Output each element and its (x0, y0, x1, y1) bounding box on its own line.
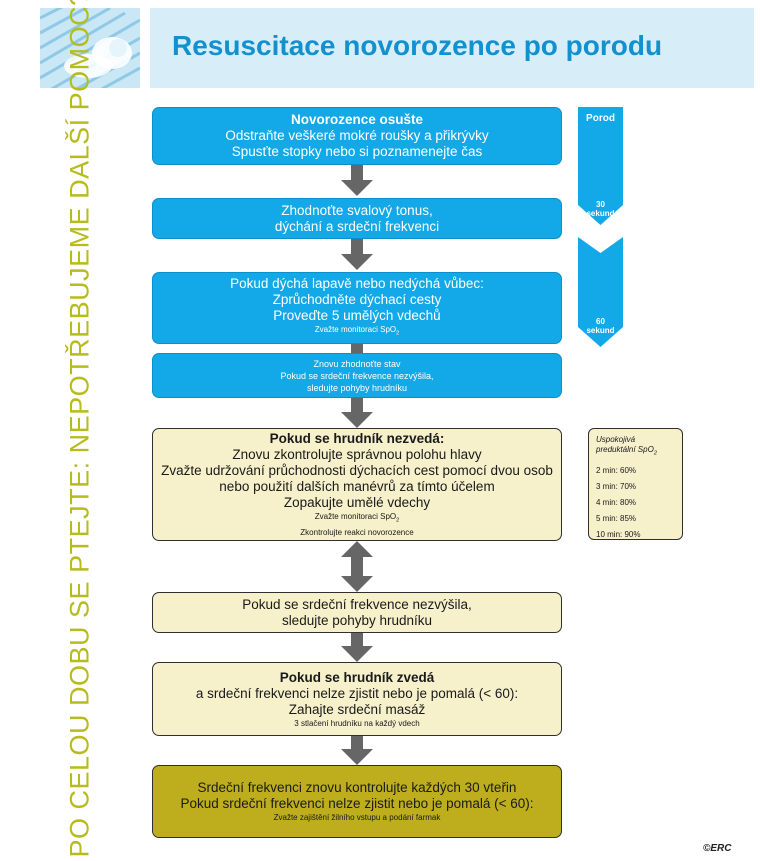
step-line: Zhodnoťte svalový tonus, (281, 202, 433, 218)
step-line: Zprůchodněte dýchací cesty (272, 292, 442, 308)
step-note: Zvažte monitoraci SpO2 (314, 512, 400, 524)
step-line: Proveďte 5 umělých vdechů (273, 308, 441, 324)
step-line: Pokud se srdeční frekvence nezvýšila, (280, 370, 434, 381)
step-assess-tone: Zhodnoťte svalový tonus, dýchání a srdeč… (152, 198, 562, 239)
timeline-arrow (578, 107, 623, 347)
step-line: dýchání a srdeční frekvenci (274, 218, 440, 234)
step-note: Zkontrolujte reakci novorozence (300, 527, 414, 537)
step-title: Pokud se hrudník nezvedá: (269, 431, 445, 447)
spo2-row: 10 min: 90% (596, 529, 641, 539)
step-reassess: Znovu zhodnoťte stav Pokud se srdeční fr… (152, 353, 562, 398)
spo2-row: 3 min: 70% (596, 481, 637, 491)
step-line: nebo použití dalších manévrů za tímto úč… (219, 479, 495, 495)
header-band (150, 8, 754, 88)
step-line: Spusťte stopky nebo si poznamenejte čas (231, 144, 483, 159)
page-title: Resuscitace novorozence po porodu (172, 30, 663, 61)
step-chest-compressions: Pokud se hrudník zvedá a srdeční frekven… (152, 662, 562, 736)
step-chest-not-moving: Pokud se hrudník nezvedá: Znovu zkontrol… (152, 428, 562, 541)
step-recheck-hr: Srdeční frekvenci znovu kontrolujte každ… (152, 765, 562, 838)
step-title: Pokud se hrudník zvedá (279, 669, 435, 685)
timeline-birth-label: Porod (586, 113, 615, 124)
down-arrow-icon (341, 239, 373, 270)
step-line: Pokud srdeční frekvenci nelze zjistit ne… (180, 796, 534, 811)
step-line: Zahajte srdeční masáž (288, 701, 426, 717)
step-line: Znovu zkontrolujte správnou polohu hlavy (232, 447, 482, 463)
step-line: Pokud se srdeční frekvence nezvýšila, (242, 596, 472, 612)
down-arrow-icon (341, 398, 373, 428)
step-title: Novorozence osušte (290, 112, 424, 127)
spo2-target-table: Uspokojivá preduktální SpO2 2 min: 60% 3… (588, 428, 683, 540)
step-line: Zvažte udržování průchodnosti dýchacích … (161, 463, 553, 479)
step-dry-newborn: Novorozence osušte Odstraňte veškeré mok… (152, 107, 562, 165)
down-arrow-icon (341, 165, 373, 196)
step-line: Odstraňte veškeré mokré roušky a přikrýv… (225, 128, 489, 143)
spo2-row: 2 min: 60% (596, 465, 637, 475)
step-line: sledujte pohyby hrudníku (306, 382, 408, 393)
step-line: sledujte pohyby hrudníku (281, 612, 433, 628)
erc-credit: ©ERC (703, 843, 732, 854)
step-hr-not-increased: Pokud se srdeční frekvence nezvýšila, sl… (152, 592, 562, 633)
step-line: Srdeční frekvenci znovu kontrolujte každ… (197, 780, 517, 795)
header-logo (40, 8, 140, 88)
step-line: Zopakujte umělé vdechy (283, 495, 431, 511)
down-arrow-icon (341, 633, 373, 662)
double-arrow-icon (341, 541, 373, 592)
spo2-row: 5 min: 85% (596, 513, 637, 523)
down-arrow-icon (341, 736, 373, 765)
step-open-airway: Pokud dýchá lapavě nebo nedýchá vůbec: Z… (152, 272, 562, 344)
spo2-title: preduktální SpO2 (596, 445, 657, 457)
step-note: 3 stlačení hrudníku na každý vdech (294, 718, 420, 728)
step-line: Znovu zhodnoťte stav (313, 358, 401, 369)
step-note: Zvažte zajištění žilního vstupu a podání… (273, 813, 441, 822)
newborn-illustration-icon (40, 8, 140, 88)
spo2-title: Uspokojivá (596, 435, 636, 444)
step-line: a srdeční frekvenci nelze zjistit nebo j… (195, 685, 519, 701)
step-note: Zvažte monitoraci SpO2 (314, 325, 400, 337)
spo2-row: 4 min: 80% (596, 497, 637, 507)
step-line: Pokud dýchá lapavě nebo nedýchá vůbec: (230, 276, 484, 292)
down-arrow-icon (351, 344, 363, 353)
